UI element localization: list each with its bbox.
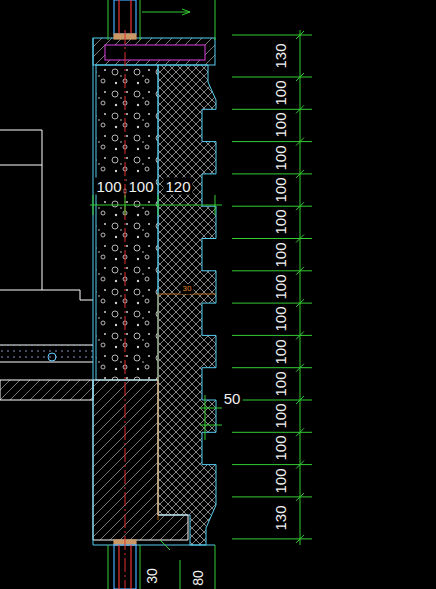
- dimension-text: 100: [272, 176, 289, 205]
- facing-layer: [158, 65, 216, 545]
- dimension-text: 100: [126, 178, 155, 195]
- dimension-text: 80: [190, 568, 206, 588]
- dimension-text: 100: [272, 337, 289, 366]
- dimension-text: 100: [272, 466, 289, 495]
- dimension-text: 100: [272, 434, 289, 463]
- dimension-text: 130: [272, 503, 289, 532]
- dimension-text: 30: [144, 566, 160, 586]
- dimension-text: 100: [272, 402, 289, 431]
- dimension-text: 100: [272, 240, 289, 269]
- dimension-text: 100: [272, 143, 289, 172]
- dimension-text: 100: [272, 369, 289, 398]
- dimension-tick: [232, 535, 312, 543]
- dimension-text: 100: [272, 305, 289, 334]
- dimension-tick: [232, 31, 312, 39]
- dimension-text: 50: [222, 390, 243, 407]
- dimension-text: 100: [272, 208, 289, 237]
- dimension-text: 120: [163, 178, 192, 195]
- offset-text: 30: [181, 284, 194, 294]
- dimension-text: 100: [94, 178, 123, 195]
- dimension-text: 100: [272, 272, 289, 301]
- dimension-text: 130: [272, 41, 289, 70]
- dimension-text: 100: [272, 79, 289, 108]
- dimension-text: 100: [272, 111, 289, 140]
